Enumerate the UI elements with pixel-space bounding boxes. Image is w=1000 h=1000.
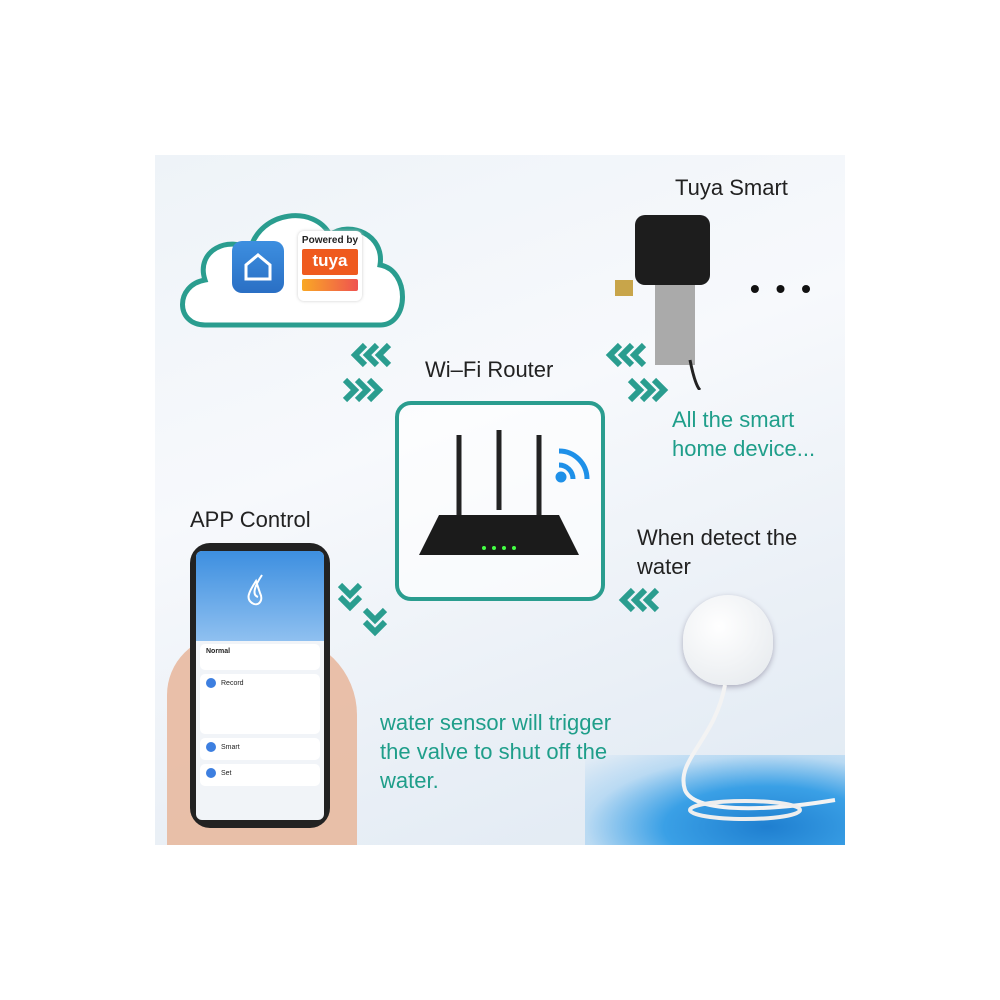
app-control-label: APP Control <box>190 507 311 532</box>
smartphone: Normal Record Smart Set <box>190 543 330 828</box>
app-screen: Normal Record Smart Set <box>196 551 324 820</box>
wifi-icon <box>555 448 590 483</box>
router-image <box>419 430 590 555</box>
sensor-cable <box>681 684 836 821</box>
diagram-scene: Powered by tuya Tuya Smart • • • Wi–Fi R… <box>155 155 845 845</box>
powered-by-text: Powered by <box>301 235 359 246</box>
cloud-shape <box>180 213 405 328</box>
tuya-logo: Powered by tuya <box>298 231 362 301</box>
more-devices-ellipsis: • • • <box>750 273 815 304</box>
phone-router-arrows-icon <box>337 582 388 637</box>
record-item[interactable]: Record <box>221 679 244 687</box>
smart-item[interactable]: Smart <box>221 743 240 751</box>
tuya-smart-label: Tuya Smart <box>675 175 788 200</box>
smart-life-app-icon <box>232 241 284 293</box>
sensor-router-arrows-icon <box>618 587 660 613</box>
water-pool <box>585 755 845 845</box>
water-sensor-image <box>683 595 773 685</box>
cloud-router-arrows-icon <box>342 342 392 403</box>
water-drop-icon <box>247 574 263 606</box>
tuya-brand-text: tuya <box>302 249 358 275</box>
valve-actuator-image <box>615 215 710 390</box>
router-device-arrows-icon <box>605 342 669 403</box>
status-text: Normal <box>206 648 231 655</box>
router-frame <box>395 401 605 601</box>
wifi-router-label: Wi–Fi Router <box>425 357 554 382</box>
set-item[interactable]: Set <box>221 769 232 777</box>
